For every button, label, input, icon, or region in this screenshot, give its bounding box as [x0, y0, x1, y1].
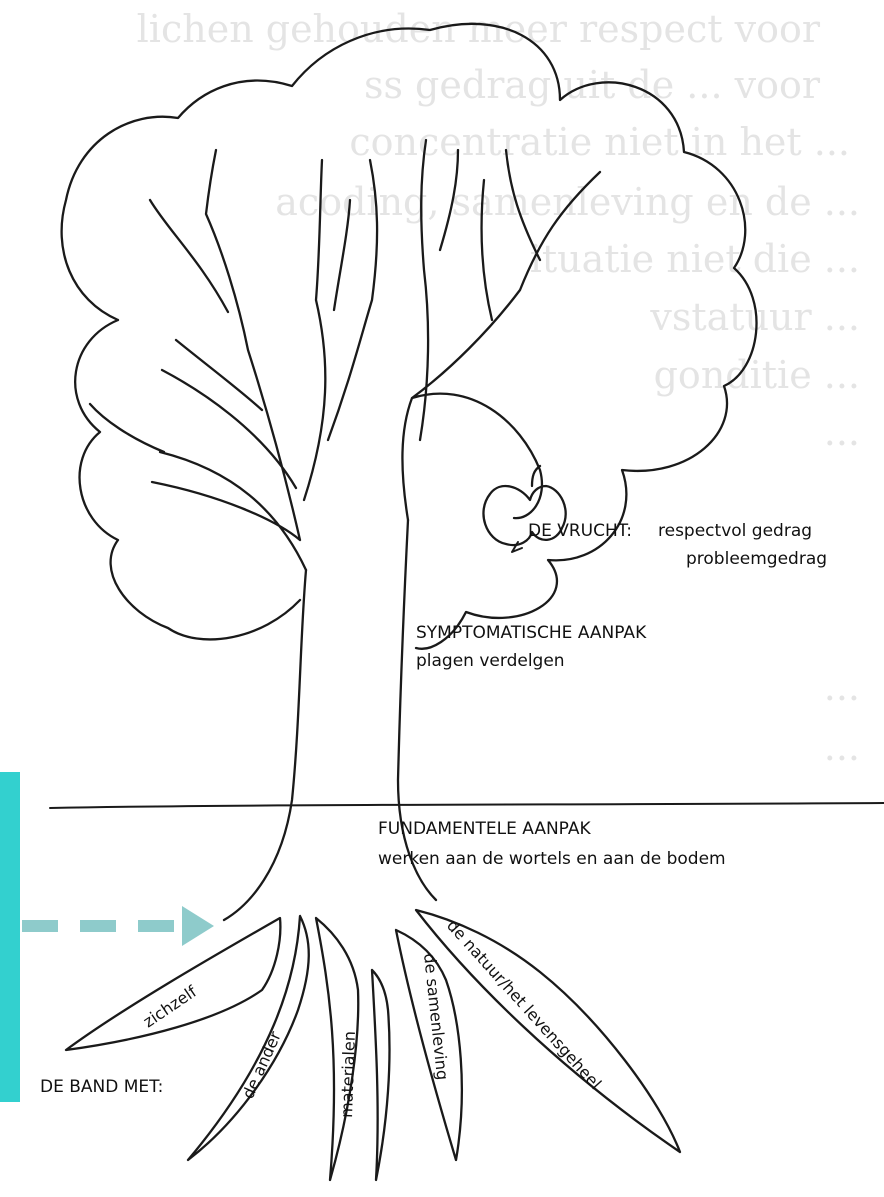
fruit-label: DE VRUCHT: respectvol gedrag probleemged… — [528, 521, 827, 569]
fundament-subtitle: werken aan de wortels en aan de bodem — [378, 849, 726, 869]
root-label-samenleving: de samenleving — [420, 952, 452, 1081]
symptom-label: SYMPTOMATISCHE AANPAK plagen verdelgen — [416, 623, 647, 671]
accent-bar — [0, 772, 20, 1102]
dashed-right-arrow-icon — [22, 906, 214, 946]
background-line-8: ... — [824, 410, 860, 454]
root-zichzelf — [66, 918, 280, 1050]
root-de-ander — [188, 916, 309, 1160]
fruit-line-2: probleemgedrag — [686, 549, 827, 569]
fruit-line-1: respectvol gedrag — [658, 521, 812, 541]
fundament-title: FUNDAMENTELE AANPAK — [378, 819, 591, 839]
background-line-5: ituatie niet die ... — [530, 237, 860, 281]
background-line-10: ... — [824, 725, 860, 769]
root-label-materialen: materialen — [337, 1031, 359, 1118]
symptom-title: SYMPTOMATISCHE AANPAK — [416, 623, 647, 643]
background-line-9: ... — [824, 665, 860, 709]
ground-line — [50, 803, 884, 808]
background-line-7: gonditie ... — [654, 353, 860, 397]
symptom-subtitle: plagen verdelgen — [416, 651, 565, 671]
background-line-1: lichen gehouden meer respect voor — [137, 7, 821, 51]
root-label-natuur: de natuur/het levensgeheel — [443, 916, 605, 1093]
fundament-label: FUNDAMENTELE AANPAK werken aan de wortel… — [378, 819, 726, 869]
root-label-de-ander: de ander — [238, 1028, 285, 1102]
fruit-title: DE VRUCHT: — [528, 521, 632, 541]
root-small — [372, 970, 390, 1180]
band-met-label: DE BAND MET: — [40, 1077, 163, 1097]
background-line-4: acoding, samenleving en de ... — [275, 180, 860, 224]
